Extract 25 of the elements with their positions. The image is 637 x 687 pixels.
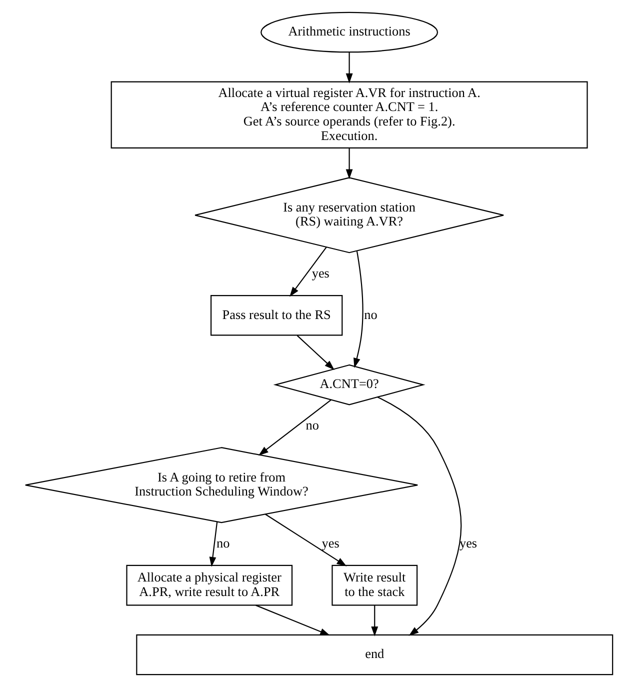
node-box: Allocate a physical register A.PR, write result to A.PR <box>126 564 292 606</box>
arrow <box>345 52 352 84</box>
edge-label: yes <box>311 266 329 281</box>
node-diamond: Is any reservation station (RS) waiting A.VR? <box>194 177 504 254</box>
node-box: Allocate a virtual register A.VR for instruction A. A’s reference counter A.CNT = 1. Get A’s source operands (refer to Fig.2). Execution. <box>110 81 588 148</box>
arrow <box>289 246 326 297</box>
node-box: Write result to the stack <box>331 564 418 606</box>
node-diamond: A.CNT=0? <box>272 364 425 406</box>
arrow <box>258 400 331 456</box>
node-box: Pass result to the RS <box>210 295 342 336</box>
arrow <box>255 604 330 636</box>
arrow <box>353 251 363 368</box>
edge-label: yes <box>458 535 477 550</box>
node-box: end <box>136 634 613 676</box>
edge-label: no <box>364 306 377 322</box>
node-ellipse: Arithmetic instructions <box>260 12 438 53</box>
arrow <box>296 335 334 370</box>
edge-label: no <box>305 418 318 433</box>
edge-label: no <box>216 535 230 550</box>
arrow <box>345 148 352 180</box>
edge-label: yes <box>321 535 339 550</box>
arrow <box>376 396 462 636</box>
arrow <box>208 522 218 567</box>
arrow <box>370 606 378 636</box>
arrow <box>264 514 346 566</box>
